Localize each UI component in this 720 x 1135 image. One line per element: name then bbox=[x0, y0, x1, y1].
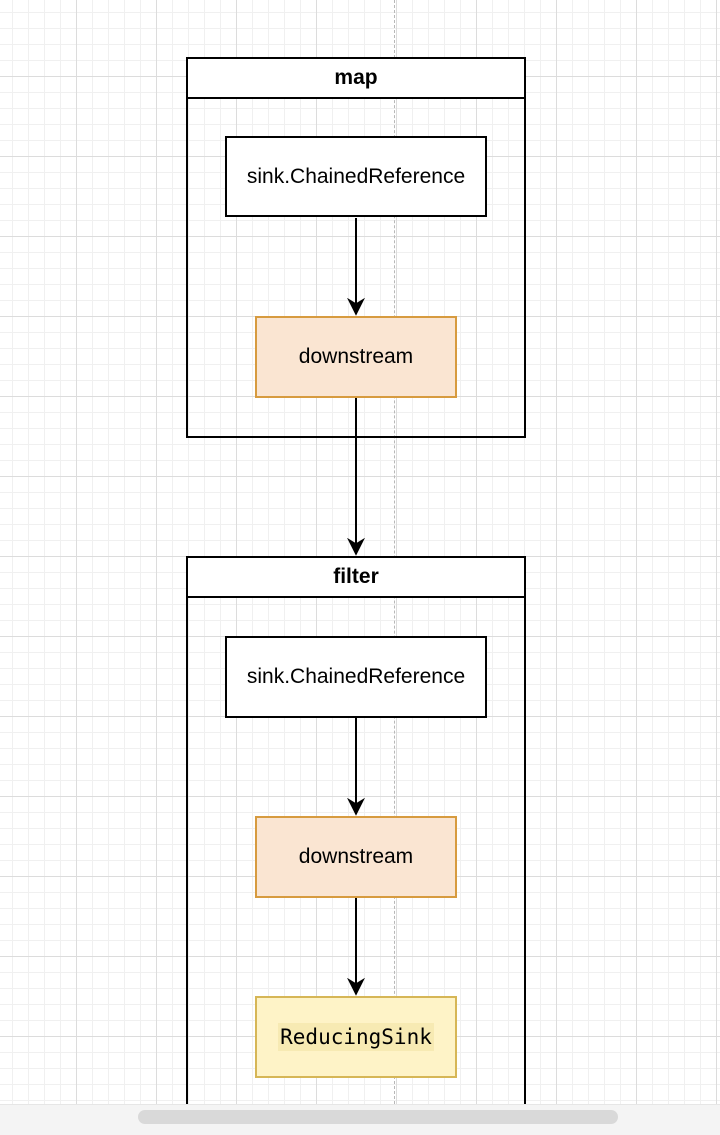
node-label: downstream bbox=[298, 845, 414, 868]
filter-downstream-node[interactable]: downstream bbox=[255, 816, 457, 898]
filter-container-title: filter bbox=[188, 558, 524, 598]
node-label: ReducingSink bbox=[278, 1023, 434, 1051]
map-container-title: map bbox=[188, 59, 524, 99]
node-label: sink.ChainedReference bbox=[246, 665, 466, 688]
node-label: sink.ChainedReference bbox=[246, 164, 466, 188]
map-downstream-node[interactable]: downstream bbox=[255, 316, 457, 398]
filter-chained-reference-node[interactable]: sink.ChainedReference bbox=[225, 636, 487, 718]
center-guide-line bbox=[394, 0, 395, 1104]
map-chained-reference-node[interactable]: sink.ChainedReference bbox=[225, 136, 487, 217]
horizontal-scrollbar[interactable] bbox=[0, 1104, 720, 1135]
filter-container[interactable]: filter bbox=[186, 556, 526, 1116]
node-label: downstream bbox=[298, 345, 414, 368]
scrollbar-thumb[interactable] bbox=[138, 1110, 618, 1124]
reducing-sink-node[interactable]: ReducingSink bbox=[255, 996, 457, 1078]
